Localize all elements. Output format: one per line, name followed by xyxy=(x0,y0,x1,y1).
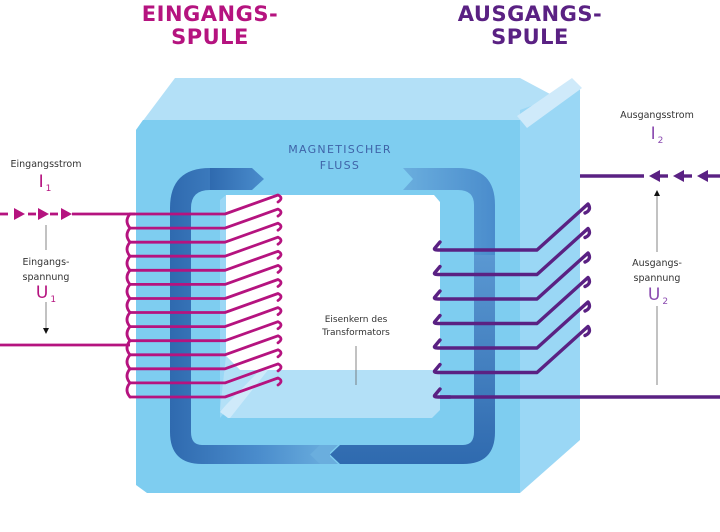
iron-core-label-line-1: Eisenkern des xyxy=(324,315,388,325)
input-coil-turn xyxy=(128,264,283,286)
output-current-arrow-icon xyxy=(649,170,660,182)
magnetic-flux-label: MAGNETISCHER FLUSS xyxy=(250,142,430,174)
output-voltage-label: Ausgangs- spannung xyxy=(615,256,699,286)
output-voltage-label-line-1: Ausgangs- xyxy=(632,258,682,269)
flux-path-left xyxy=(170,168,330,464)
flux-top-left-arrow xyxy=(210,168,264,190)
input-coil-turn xyxy=(128,376,283,399)
input-coil-back-hook xyxy=(125,240,132,258)
input-voltage-symbol-letter: U xyxy=(35,283,49,303)
input-coil-back-hook xyxy=(125,226,132,244)
input-coil-back-hook xyxy=(125,367,132,385)
input-current-label: Eingangsstrom xyxy=(10,159,82,170)
input-voltage-label: Eingangs- spannung xyxy=(4,255,88,285)
input-coil-turn xyxy=(128,292,283,314)
output-voltage-symbol-letter: U xyxy=(647,285,661,305)
magnetic-flux-label-line-1: MAGNETISCHER xyxy=(288,143,392,156)
output-current-symbol-letter: I xyxy=(650,124,656,144)
input-coil-turn xyxy=(128,348,283,371)
input-coil-title-line-2: SPULE xyxy=(171,25,249,49)
input-voltage-symbol-index: 1 xyxy=(50,295,57,305)
core-side-face xyxy=(520,88,580,493)
input-coil-back-hook xyxy=(125,268,132,286)
output-current-arrow-icon xyxy=(697,170,708,182)
input-coil-turn xyxy=(128,193,283,216)
input-current-symbol-letter: I xyxy=(38,172,44,192)
input-coil-back-hook xyxy=(125,283,132,300)
output-current-symbol-index: 2 xyxy=(657,136,664,146)
input-current-arrow-icon xyxy=(14,208,25,220)
input-coil-back-hook xyxy=(125,254,132,272)
output-voltage-label-line-2: spannung xyxy=(633,273,681,284)
output-coil-title-line-1: AUSGANGS- xyxy=(457,2,603,26)
input-coil-back-hook xyxy=(125,297,132,314)
input-coil-turn xyxy=(128,221,283,244)
core-edge-highlight xyxy=(517,78,582,128)
output-coil-turn xyxy=(432,202,592,252)
input-coil-back-hook xyxy=(125,353,132,371)
input-coil-back-hook xyxy=(125,381,132,399)
input-coil-back-hook xyxy=(125,325,132,343)
input-current-arrow-icon xyxy=(61,208,72,220)
core-inner-right-face xyxy=(440,195,450,418)
input-coil-turn xyxy=(128,320,283,343)
input-coil xyxy=(125,193,283,399)
output-voltage-arrow-icon xyxy=(654,190,660,196)
output-coil-turn xyxy=(432,324,592,375)
input-coil-title: EINGANGS- SPULE xyxy=(120,3,300,49)
input-coil-back-hook xyxy=(125,311,132,328)
input-voltage-label-line-2: spannung xyxy=(22,272,70,283)
output-coil-turn xyxy=(432,226,592,277)
input-coil-back-hook xyxy=(125,339,132,357)
output-coil-turn xyxy=(432,251,592,301)
input-current-symbol-index: 1 xyxy=(45,184,52,194)
output-coil-title: AUSGANGS- SPULE xyxy=(440,3,620,49)
output-coil-turn xyxy=(432,300,592,350)
input-coil-turn xyxy=(128,278,283,300)
core-inner-bottom-face xyxy=(220,356,440,418)
input-coil-turn xyxy=(128,334,283,357)
input-coil-back-hook xyxy=(125,212,132,230)
output-current-arrow-icon xyxy=(673,170,684,182)
output-coil-title-line-2: SPULE xyxy=(491,25,569,49)
iron-core-label: Eisenkern des Transformators xyxy=(300,314,412,340)
input-coil-turn xyxy=(128,207,283,230)
output-coil-turn xyxy=(432,275,592,326)
input-current-arrow-icon xyxy=(38,208,49,220)
magnetic-flux-label-line-2: FLUSS xyxy=(319,159,361,172)
output-voltage-symbol-index: 2 xyxy=(662,297,669,307)
input-coil-turn xyxy=(128,362,283,385)
flux-bottom-arrowhead xyxy=(310,445,338,464)
input-coil-turn xyxy=(128,306,283,328)
output-coil-turn xyxy=(432,387,452,399)
input-coil-title-line-1: EINGANGS- xyxy=(141,2,279,26)
input-coil-turn xyxy=(128,249,283,272)
input-voltage-arrow-icon xyxy=(43,328,49,334)
input-coil-turn xyxy=(128,235,283,258)
core-inner-bottom-highlight xyxy=(220,370,268,418)
flux-top-right-arrow xyxy=(403,168,495,260)
iron-core-label-line-2: Transformators xyxy=(322,328,390,338)
input-voltage-label-line-1: Eingangs- xyxy=(22,257,70,268)
output-current-label: Ausgangsstrom xyxy=(620,110,694,121)
output-coil xyxy=(432,202,592,399)
